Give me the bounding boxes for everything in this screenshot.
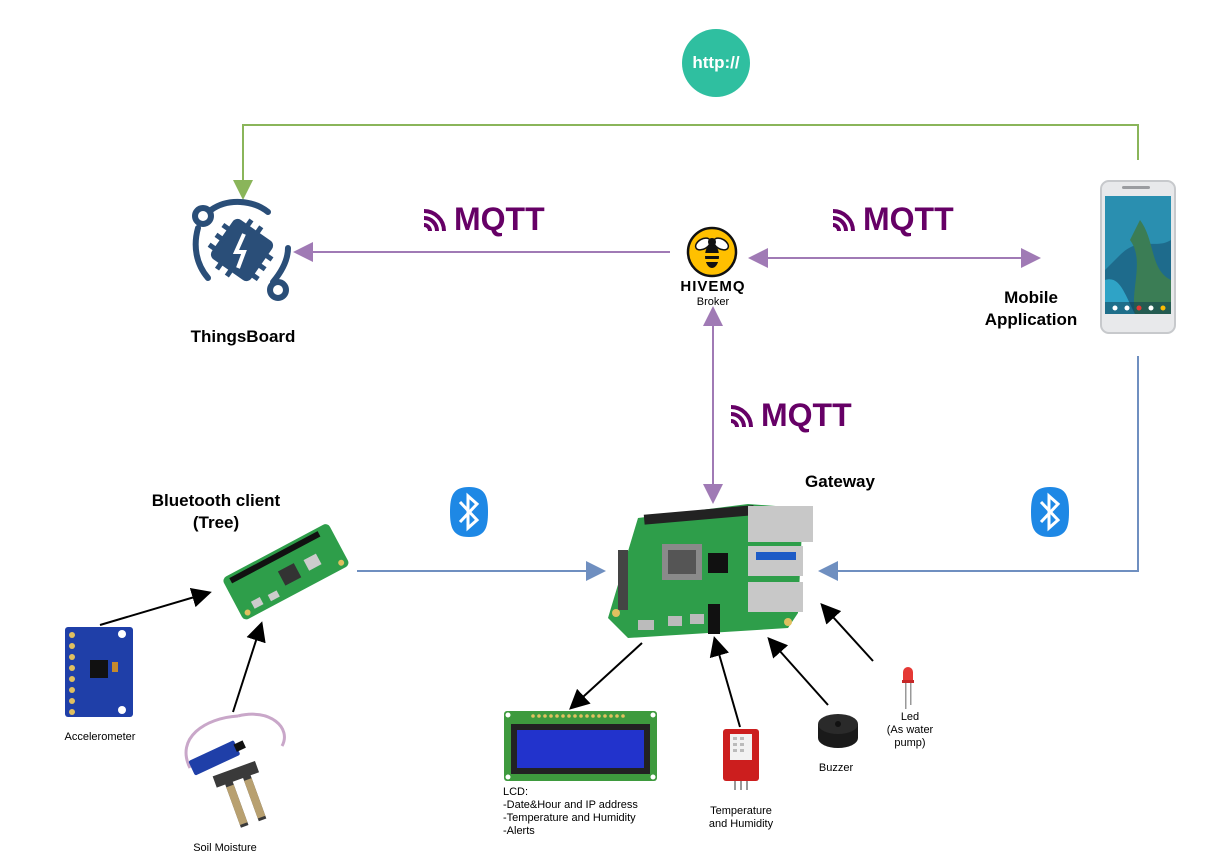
smartphone-icon <box>1100 180 1176 334</box>
temperature-humidity-label: Temperature and Humidity <box>696 805 786 831</box>
bluetooth-icon <box>1031 487 1069 537</box>
http-connection-line <box>233 124 1139 200</box>
led-arrow <box>820 603 874 662</box>
lcd-line-3: -Alerts <box>503 825 535 837</box>
led-line-3: pump) <box>894 737 926 749</box>
led-icon <box>902 667 914 709</box>
mqtt-text: MQTT <box>761 396 852 433</box>
gateway-label: Gateway <box>805 472 875 491</box>
mqtt-text: MQTT <box>454 200 545 237</box>
thingsboard-icon <box>192 198 291 301</box>
hivemq-bee-icon <box>686 226 738 278</box>
bluetooth-client-line2: (Tree) <box>192 513 240 532</box>
bluetooth-client-line1: Bluetooth client <box>151 491 281 510</box>
thingsboard-label: ThingsBoard <box>190 327 296 346</box>
lcd-arrow <box>569 642 643 710</box>
bluetooth-mobile-to-gateway-line <box>818 356 1139 581</box>
mqtt-label-left: MQTT <box>422 200 545 237</box>
mqtt-logo-icon <box>423 209 446 232</box>
lcd-line-1: -Date&Hour and IP address <box>503 799 638 811</box>
mqtt-label-right: MQTT <box>831 200 954 237</box>
lcd-label: LCD: -Date&Hour and IP address -Temperat… <box>503 786 703 838</box>
accelerometer-arrow <box>99 587 212 626</box>
mqtt-label-center: MQTT <box>729 396 852 433</box>
bluetooth-icon <box>450 487 488 537</box>
temperature-arrow <box>709 636 741 728</box>
lcd-title: LCD: <box>503 786 529 798</box>
led-line-2: (As water <box>886 724 934 736</box>
soil-moisture-arrow <box>232 621 266 713</box>
mobile-label-text: Mobile Application <box>984 288 1078 329</box>
buzzer-label: Buzzer <box>818 762 854 774</box>
temperature-line-2: and Humidity <box>708 818 774 830</box>
buzzer-arrow <box>767 637 829 706</box>
mqtt-logo-icon <box>832 209 855 232</box>
hivemq-broker-label: Broker <box>696 296 730 308</box>
lcd-display-icon <box>504 711 657 781</box>
buzzer-icon <box>818 714 858 748</box>
dht-sensor-icon <box>723 729 759 790</box>
mobile-application-label: Mobile Application <box>966 287 1096 331</box>
lcd-line-2: -Temperature and Humidity <box>503 812 636 824</box>
temperature-line-1: Temperature <box>710 805 772 817</box>
led-line-1: Led <box>900 711 920 723</box>
soil-moisture-sensor-icon <box>184 712 286 828</box>
mqtt-text: MQTT <box>863 200 954 237</box>
raspberry-pi-4-icon <box>608 504 813 638</box>
mqtt-logo-icon <box>730 405 753 428</box>
bluetooth-client-label: Bluetooth client (Tree) <box>136 490 296 534</box>
http-badge: http:// <box>682 29 750 97</box>
hivemq-logo-text: HIVEMQ <box>680 278 746 295</box>
led-label: Led (As water pump) <box>870 711 950 750</box>
accelerometer-module-icon <box>65 627 133 717</box>
raspberry-pi-zero-icon <box>223 524 349 620</box>
soil-moisture-label: Soil Moisture <box>193 842 257 854</box>
accelerometer-label: Accelerometer <box>64 731 136 743</box>
http-badge-label: http:// <box>692 53 740 72</box>
